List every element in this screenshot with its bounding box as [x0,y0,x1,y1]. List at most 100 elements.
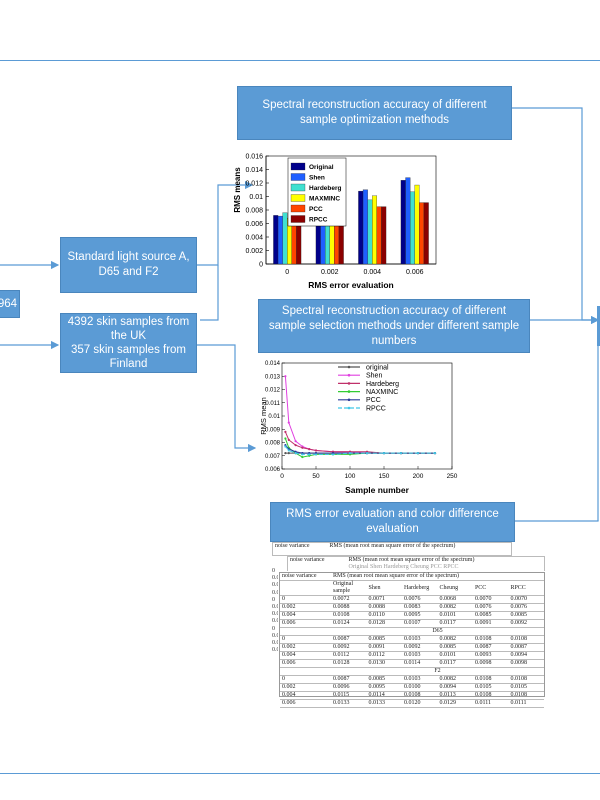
table-cell: 0.0107 [401,619,438,628]
stub-value: 0.00 [272,589,283,596]
line-x-axis-label: Sample number [345,485,409,495]
line-point-hardeberg [287,438,290,441]
bar-maxminc [372,195,377,265]
table-cell: 0.0094 [437,683,473,692]
table-cell: 0.0085 [366,675,402,684]
stub-label: 964 [0,297,17,310]
table-cell: 0.004 [280,651,332,660]
line-xtick-label: 50 [312,473,320,480]
line-xtick-label: 150 [379,473,390,480]
table-cell: 0.006 [280,699,332,708]
table-cell: 0.0112 [366,651,402,660]
table-cell: 0.0087 [508,643,544,652]
table-cell: 0.0091 [366,643,402,652]
bar-ytick-label: 0.002 [245,248,263,255]
table-back-1: noise variance RMS (mean root mean squar… [272,542,512,556]
bar-original [358,190,364,265]
line-point-shen [294,440,297,443]
spectral-selection-box: Spectral reconstruction accuracy of diff… [258,299,530,353]
table-cell: 0.0085 [508,611,544,620]
table-cell: 0.0083 [401,603,438,612]
bar-ytick-label: 0.004 [245,235,263,242]
table-cell: 0.0088 [366,603,402,612]
table-cell: 0.0111 [472,699,509,708]
line-ytick-label: 0.013 [265,374,281,380]
table-front-rms-header: RMS (mean root mean square error of the … [331,573,544,581]
table-cell: 0.0117 [437,659,473,668]
line-xtick-label: 200 [413,473,424,480]
table-cell: 0.0103 [401,635,438,644]
bar-legend-swatch [290,215,306,223]
table-cell: 0.0108 [472,675,509,684]
line-point-rpcc [331,453,335,456]
rms-evaluation-box: RMS error evaluation and color differenc… [270,502,515,542]
table-cell: 0.0085 [366,635,402,644]
bar-shen [405,177,411,265]
light-source-box: Standard light source A, D65 and F2 [60,237,197,293]
line-point-hardeberg [294,444,297,447]
bar-rpcc [423,202,429,265]
arrow-to-bar-chart [197,180,254,266]
table-cell: 0.0103 [401,651,438,660]
light-source-label: Standard light source A, D65 and F2 [67,251,190,278]
bar-hardeberg [367,199,373,265]
spectral-selection-label: Spectral reconstruction accuracy of diff… [268,304,520,347]
bar-legend-swatch [290,162,306,171]
line-ytick-label: 0.009 [265,427,281,433]
table-cell: 0.0076 [508,603,544,612]
table-cell: 0.0071 [366,595,402,604]
line-point-hardeberg [314,449,318,452]
spectral-optimization-label: Spectral reconstruction accuracy of diff… [262,99,487,126]
line-point-rpcc [301,453,304,456]
bar-x-axis-label: RMS error evaluation [308,280,394,290]
bar-shen [362,189,368,265]
bar-legend-swatch [290,173,306,181]
stub-box: 964 [0,290,20,318]
table-front-col-header: RPCC [508,580,544,596]
table-cell: 0.0128 [366,619,402,628]
bar-legend-label: MAXMINC [309,196,340,203]
line-point-rpcc [382,452,386,455]
table-cell: 0.0130 [366,659,402,668]
table-cell: 0.0111 [508,699,544,708]
line-legend-label: original [366,364,389,371]
line-point-rpcc [287,449,290,452]
table-cell: 0.0068 [437,595,473,604]
table-cell: 0.002 [280,643,332,652]
table-cell: 0.0072 [331,595,367,604]
table-cell: 0.0085 [437,643,473,652]
table-front-col-header: Shen [366,580,402,596]
table-cell: 0.0120 [401,699,438,708]
table-cell: 0.0087 [472,643,509,652]
bar-chart-svg: 00.0020.0040.0060.0080.010.0120.0140.016… [233,154,437,290]
arrow-to-line-chart [197,344,257,453]
skin-samples-label: 4392 skin samples from the UK 357 skin s… [67,316,190,370]
table-cell: 0.0082 [437,635,473,644]
table-cell: 0.0108 [472,635,509,644]
line-point-naxminc [301,455,304,459]
table-cell: 0.0129 [437,699,473,708]
table-cell: 0.0095 [401,611,438,620]
bar-legend-label: PCC [309,206,323,213]
line-point-naxminc [284,437,287,440]
table-cell: 0.0092 [508,619,544,628]
table-cell: 0.0070 [472,595,509,604]
bar-rpcc [381,206,387,265]
table-cell: 0.0088 [331,603,367,612]
skin-samples-box: 4392 skin samples from the UK 357 skin s… [60,313,197,373]
table-cell: 0.0100 [401,683,438,692]
table-back-1-rms-header: RMS (mean root mean square error of the … [329,543,456,549]
line-ytick-label: 0.014 [265,361,281,367]
bar-hardeberg [409,191,415,265]
bar-ytick-label: 0.016 [245,154,263,161]
line-point-rpcc [284,445,287,448]
stub-value: 0.00 [272,611,283,618]
